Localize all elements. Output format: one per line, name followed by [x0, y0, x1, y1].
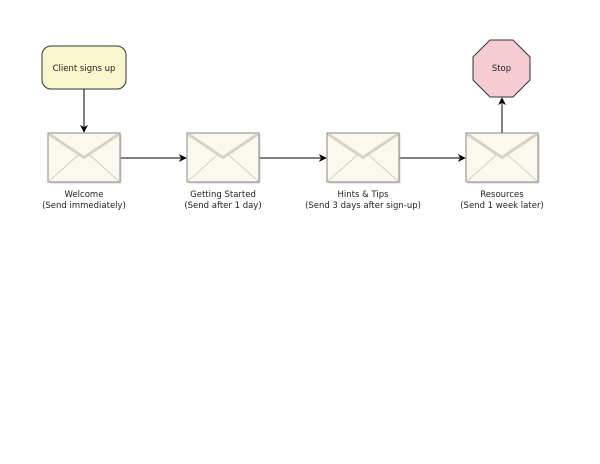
envelope-fold-right: [228, 154, 260, 183]
envelope-flap: [327, 132, 399, 160]
email-step-title: Resources: [480, 190, 524, 200]
email-step[interactable]: Hints & Tips(Send 3 days after sign-up): [305, 132, 421, 211]
email-step-title: Welcome: [65, 190, 104, 200]
envelope-fold-right: [89, 154, 121, 183]
envelope-flap: [187, 132, 259, 160]
email-step-subtitle: (Send 1 week later): [460, 201, 544, 211]
email-step[interactable]: Welcome(Send immediately): [42, 132, 126, 211]
envelope-fold-right: [368, 154, 400, 183]
email-step[interactable]: Resources(Send 1 week later): [460, 132, 544, 211]
email-step-title: Hints & Tips: [337, 190, 389, 200]
envelope-flap: [48, 132, 120, 160]
envelope-flap: [466, 132, 538, 160]
envelope-fold-left: [47, 154, 79, 183]
email-step[interactable]: Getting Started(Send after 1 day): [184, 132, 262, 211]
email-step-subtitle: (Send after 1 day): [184, 201, 261, 211]
envelope-fold-left: [326, 154, 358, 183]
email-step-subtitle: (Send immediately): [42, 201, 126, 211]
envelope-fold-left: [186, 154, 218, 183]
envelope-fold-left: [465, 154, 497, 183]
start-node[interactable]: Client signs up: [41, 45, 127, 90]
start-node-label: Client signs up: [53, 64, 116, 74]
envelope-fold-right: [507, 154, 539, 183]
stop-node[interactable]: Stop: [472, 39, 531, 98]
stop-node-label: Stop: [492, 64, 511, 74]
email-step-subtitle: (Send 3 days after sign-up): [305, 201, 421, 211]
email-step-title: Getting Started: [190, 190, 256, 200]
